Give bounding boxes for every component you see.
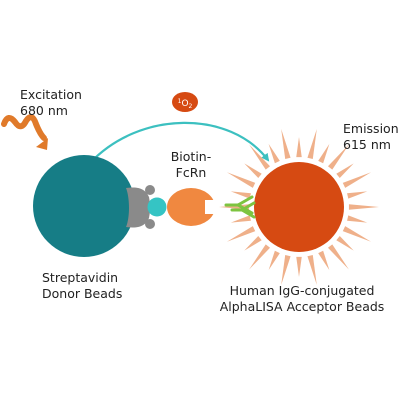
acceptor-ray: [296, 256, 302, 277]
acceptor-ray: [347, 191, 368, 199]
acceptor-ray: [249, 244, 271, 270]
donor-beads-label-line-1: Streptavidin: [42, 270, 119, 285]
streptavidin-icon: [126, 187, 150, 228]
acceptor-ray: [347, 215, 368, 223]
streptavidin-knob-bottom: [145, 219, 155, 229]
excitation-label-line-1: Excitation: [20, 87, 82, 102]
acceptor-ray: [244, 235, 262, 251]
excitation-label: Excitation 680 nm: [20, 87, 82, 119]
acceptor-ray: [342, 226, 372, 242]
acceptor-ray: [327, 244, 349, 270]
singlet-oxygen-arrow-icon: [89, 121, 270, 164]
acceptor-beads-label: Human IgG-conjugated AlphaLISA Acceptor …: [212, 283, 392, 315]
excitation-label-line-2: 680 nm: [20, 103, 68, 118]
fcrn-binding-site: [205, 200, 217, 214]
acceptor-ray: [244, 163, 262, 179]
acceptor-ray: [268, 143, 280, 164]
acceptor-ray: [249, 144, 271, 170]
donor-beads-label: Streptavidin Donor Beads: [42, 270, 122, 302]
igg-antibody-icon: [224, 195, 256, 219]
acceptor-beads-label-line-1: Human IgG-conjugated: [229, 283, 375, 298]
emission-label-line-2: 615 nm: [343, 137, 391, 152]
acceptor-ray: [327, 144, 349, 170]
biotin-icon: [147, 197, 167, 217]
emission-label-line-1: Emission: [343, 121, 399, 136]
singlet-oxygen-badge: [172, 92, 198, 112]
acceptor-ray: [226, 226, 256, 242]
acceptor-bead-rays: [219, 129, 379, 285]
acceptor-ray: [230, 191, 251, 199]
excitation-wave-icon: [1, 114, 47, 141]
acceptor-ray: [348, 204, 379, 210]
acceptor-ray: [307, 255, 317, 285]
acceptor-ray: [307, 129, 317, 159]
donor-bead: [33, 155, 135, 257]
acceptor-ray: [336, 163, 354, 179]
acceptor-ray: [226, 172, 256, 188]
acceptor-ray: [230, 215, 251, 223]
acceptor-ray: [268, 250, 280, 271]
biotin-fcrn-label-line-2: FcRn: [175, 165, 207, 180]
singlet-oxygen-label: 1O2: [178, 98, 193, 110]
singlet-oxygen-subscript: 2: [189, 103, 193, 110]
biotin-fcrn-label: Biotin- FcRn: [166, 149, 216, 181]
singlet-oxygen-base: O: [181, 99, 188, 109]
streptavidin-knob-top: [145, 185, 155, 195]
acceptor-beads-label-line-2: AlphaLISA Acceptor Beads: [219, 299, 385, 314]
acceptor-ray: [281, 255, 291, 285]
acceptor-ray: [318, 250, 330, 271]
acceptor-bead: [254, 162, 344, 252]
donor-beads-label-line-2: Donor Beads: [42, 286, 123, 301]
acceptor-ray: [296, 137, 302, 158]
singlet-oxygen-superscript: 1: [178, 98, 182, 105]
acceptor-ray: [318, 143, 330, 164]
emission-label: Emission 615 nm: [343, 121, 399, 153]
acceptor-ray: [281, 129, 291, 159]
acceptor-ray: [336, 235, 354, 251]
excitation-arrowhead-icon: [36, 138, 48, 150]
fcrn-icon: [167, 188, 215, 226]
acceptor-ray: [342, 172, 372, 188]
biotin-fcrn-label-line-1: Biotin-: [170, 149, 212, 164]
